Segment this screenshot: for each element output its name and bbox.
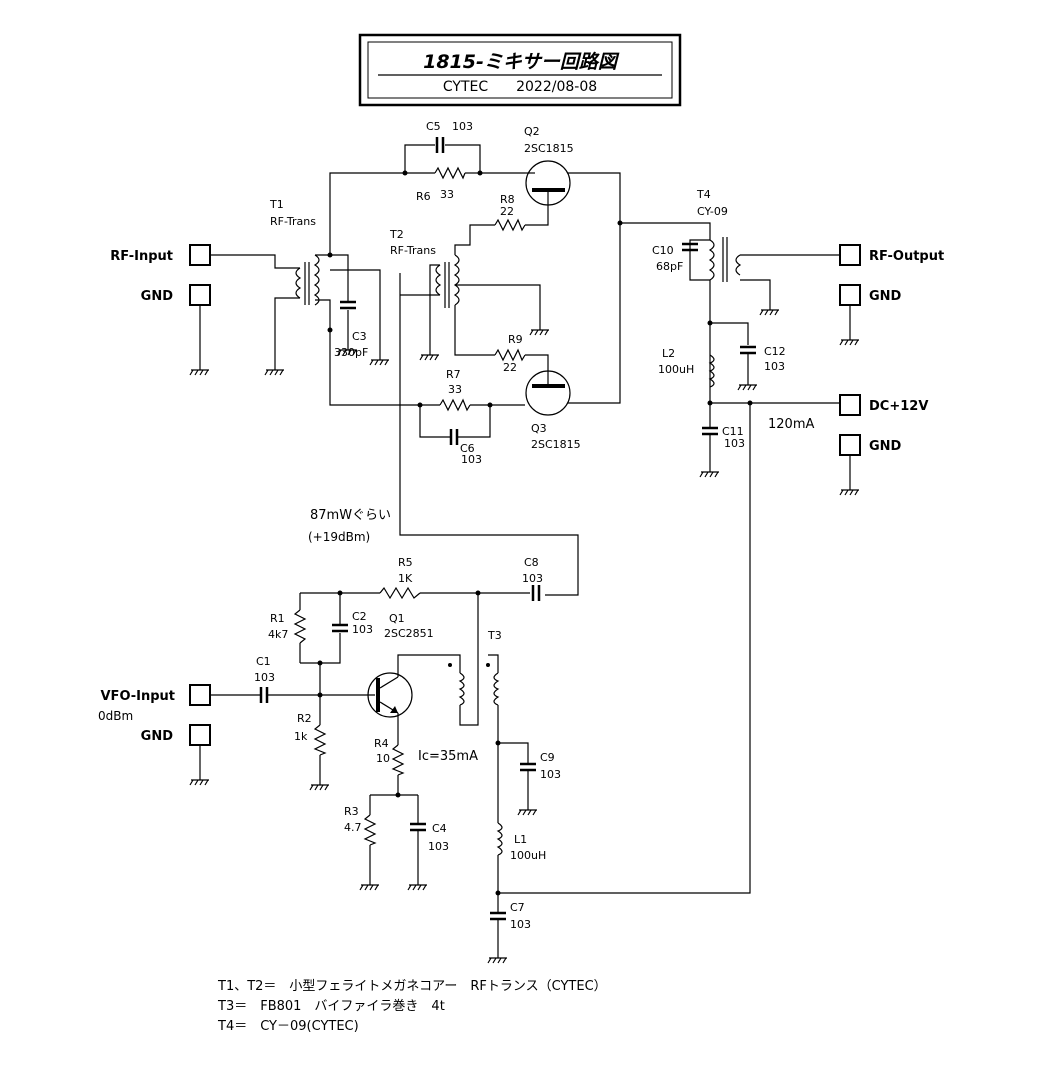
c1-ref: C1 (256, 655, 271, 668)
l2-value: 100uH (658, 363, 694, 376)
t2-value: RF-Trans (390, 244, 436, 257)
junction-dots (317, 170, 753, 896)
ic-label: Ic=35mA (418, 749, 478, 764)
resistor-symbols (293, 166, 526, 846)
c8-value: 103 (522, 572, 543, 585)
q2-value: 2SC1815 (524, 142, 574, 155)
c5-value: 103 (452, 120, 473, 133)
t3-ref: T3 (487, 629, 502, 642)
current-total-label: 120mA (768, 417, 814, 432)
diagram-subtitle: CYTEC 2022/08-08 (443, 79, 597, 95)
transistor-q2 (525, 160, 571, 206)
t1-ref: T1 (269, 198, 284, 211)
port-dc: DC+12V (839, 394, 928, 416)
c5-ref: C5 (426, 120, 441, 133)
c3-ref: C3 (352, 330, 367, 343)
r8-value: 22 (500, 205, 514, 218)
r8-ref: R8 (500, 193, 515, 206)
lo-power-label: 87mWぐらい (310, 508, 391, 523)
c2-ref: C2 (352, 610, 367, 623)
lo-power-dbm-label: (+19dBm) (308, 530, 370, 544)
wires (210, 144, 840, 964)
t2-ref: T2 (389, 228, 404, 241)
port-rf-input-gnd: GND (141, 284, 211, 376)
port-label: GND (869, 289, 902, 304)
r9-ref: R9 (508, 333, 523, 346)
r3-ref: R3 (344, 805, 359, 818)
r6-value: 33 (440, 188, 454, 201)
c4-value: 103 (428, 840, 449, 853)
q2-ref: Q2 (524, 125, 540, 138)
c11-value: 103 (724, 437, 745, 450)
r7-value: 33 (448, 383, 462, 396)
c7-value: 103 (510, 918, 531, 931)
r2-value: 1k (294, 730, 308, 743)
vfo-level-label: 0dBm (98, 709, 133, 723)
c9-ref: C9 (540, 751, 555, 764)
port-rf-input: RF-Input (110, 244, 211, 266)
port-rf-output-gnd: GND (839, 284, 902, 346)
title-block: 1815-ミキサー回路図 CYTEC 2022/08-08 (358, 33, 682, 107)
q1-ref: Q1 (389, 612, 405, 625)
r9-value: 22 (503, 361, 517, 374)
port-rf-output: RF-Output (839, 244, 944, 266)
component-labels: C5 103 Q2 2SC1815 R6 33 T1 RF-Trans R8 2… (254, 120, 786, 931)
notes: T1、T2＝ 小型フェライトメガネコアー RFトランス（CYTEC） T3＝ F… (217, 979, 607, 1034)
t4-ref: T4 (696, 188, 711, 201)
port-label: VFO-Input (101, 689, 176, 704)
q1-value: 2SC2851 (384, 627, 434, 640)
transistor-q3 (525, 370, 571, 416)
c2-value: 103 (352, 623, 373, 636)
r1-value: 4k7 (268, 628, 288, 641)
c8-ref: C8 (524, 556, 539, 569)
note-line-1: T1、T2＝ 小型フェライトメガネコアー RFトランス（CYTEC） (217, 979, 607, 994)
coil-symbols (295, 237, 742, 856)
port-label: GND (141, 729, 174, 744)
r7-ref: R7 (446, 368, 461, 381)
port-vfo-input: VFO-Input 0dBm (98, 684, 211, 723)
port-vfo-gnd: GND (141, 724, 211, 786)
port-label: RF-Output (869, 249, 944, 264)
c10-ref: C10 (652, 244, 674, 257)
c6-value: 103 (461, 453, 482, 466)
r4-value: 10 (376, 752, 390, 765)
transistor-q1 (367, 672, 413, 718)
r2-ref: R2 (297, 712, 312, 725)
capacitor-symbols (259, 137, 756, 921)
port-label: DC+12V (869, 399, 928, 414)
r4-ref: R4 (374, 737, 389, 750)
annotations: 120mA 87mWぐらい (+19dBm) Ic=35mA (308, 417, 814, 764)
c9-value: 103 (540, 768, 561, 781)
c10-value: 68pF (656, 260, 683, 273)
c1-value: 103 (254, 671, 275, 684)
port-label: GND (141, 289, 174, 304)
c6-ref: C6 (460, 442, 475, 455)
port-dc-gnd: GND (839, 434, 902, 496)
l1-value: 100uH (510, 849, 546, 862)
c4-ref: C4 (432, 822, 447, 835)
r5-ref: R5 (398, 556, 413, 569)
c7-ref: C7 (510, 901, 525, 914)
c3-value: 330pF (334, 346, 368, 359)
t4-value: CY-09 (697, 205, 728, 218)
r1-ref: R1 (270, 612, 285, 625)
r6-ref: R6 (416, 190, 431, 203)
port-label: GND (869, 439, 902, 454)
l2-ref: L2 (662, 347, 675, 360)
q3-value: 2SC1815 (531, 438, 581, 451)
note-line-3: T4＝ CY－09(CYTEC) (217, 1019, 359, 1034)
c11-ref: C11 (722, 425, 744, 438)
note-line-2: T3＝ FB801 バイファイラ巻き 4t (217, 999, 445, 1014)
c12-ref: C12 (764, 345, 786, 358)
port-label: RF-Input (110, 249, 173, 264)
r5-value: 1K (398, 572, 413, 585)
t3-dots (448, 663, 490, 667)
t1-value: RF-Trans (270, 215, 316, 228)
r3-value: 4.7 (344, 821, 362, 834)
diagram-title: 1815-ミキサー回路図 (423, 51, 620, 73)
c12-value: 103 (764, 360, 785, 373)
l1-ref: L1 (514, 833, 527, 846)
q3-ref: Q3 (531, 422, 547, 435)
